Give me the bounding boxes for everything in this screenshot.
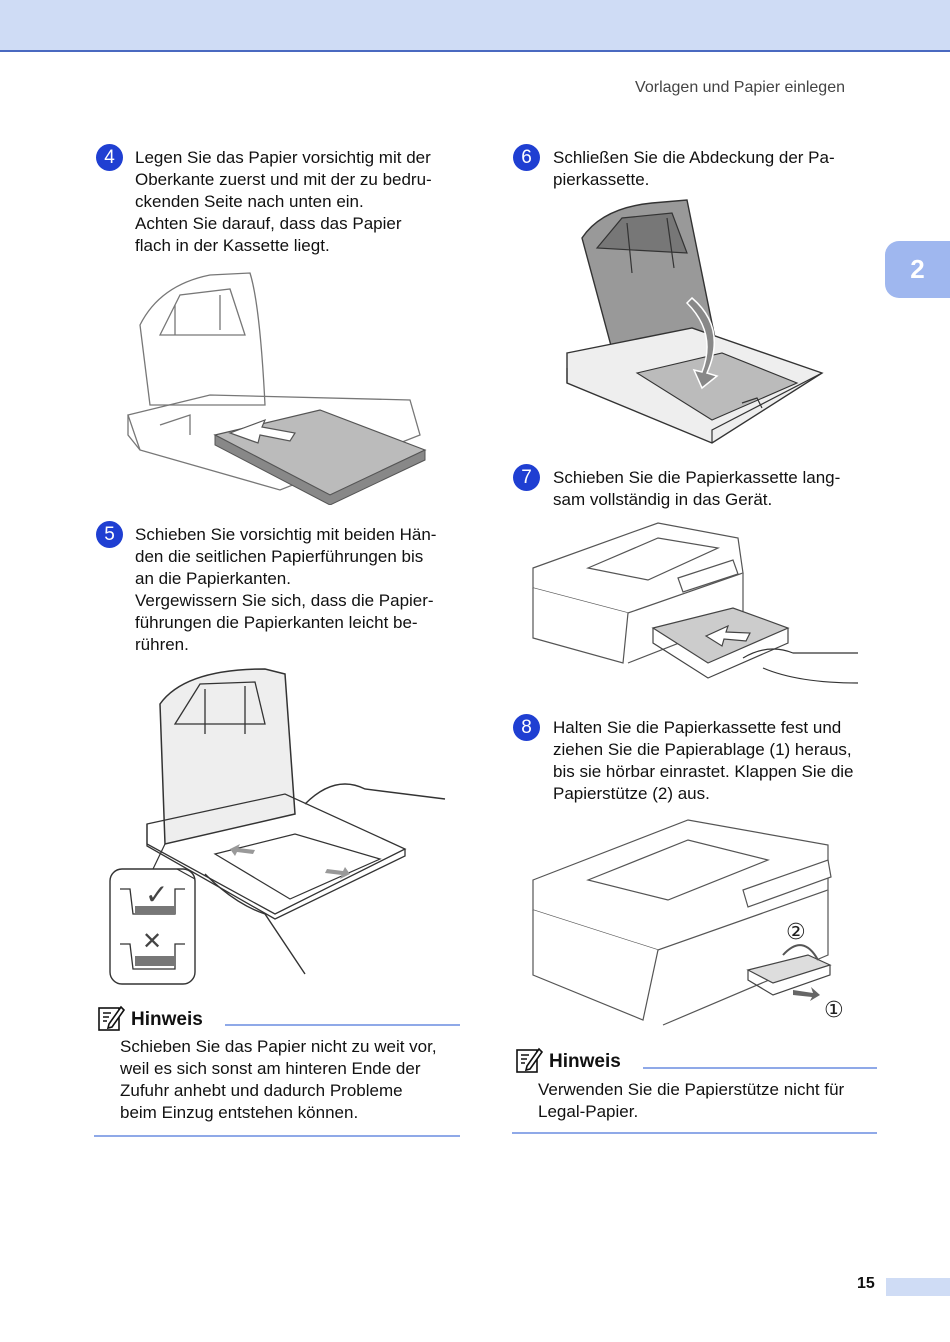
note-pencil-icon bbox=[516, 1047, 543, 1073]
callout-1: ① bbox=[824, 998, 844, 1023]
note-pencil-icon bbox=[98, 1005, 125, 1031]
step-7-text: Schieben Sie die Papierkassette lang-sam… bbox=[553, 468, 841, 509]
note-title-rule bbox=[225, 1024, 460, 1026]
step-number-7: 7 bbox=[513, 464, 540, 491]
figure-load-paper-tray bbox=[127, 272, 427, 505]
cross-icon: ✕ bbox=[142, 927, 162, 955]
check-icon: ✓ bbox=[145, 878, 168, 911]
page-footer-band bbox=[886, 1278, 950, 1296]
note-title-rule bbox=[643, 1067, 877, 1069]
top-band bbox=[0, 0, 950, 50]
page-header-title: Vorlagen und Papier einlegen bbox=[635, 79, 845, 96]
figure-pull-out-output-tray: ② ① bbox=[532, 819, 844, 1026]
note-bottom-rule bbox=[512, 1132, 877, 1134]
figure-insert-tray bbox=[532, 522, 859, 684]
note-body: Verwenden Sie die Papierstütze nicht für… bbox=[538, 1080, 845, 1121]
step-5-text: Schieben Sie vorsichtig mit beiden Hän-d… bbox=[135, 525, 437, 654]
note-body: Schieben Sie das Papier nicht zu weit vo… bbox=[120, 1037, 437, 1122]
step-number-5: 5 bbox=[96, 521, 123, 548]
top-band-line bbox=[0, 50, 950, 52]
figure-close-tray-cover bbox=[566, 199, 824, 444]
page-number: 15 bbox=[857, 1275, 875, 1292]
step-number-6: 6 bbox=[513, 144, 540, 171]
note-title: Hinweis bbox=[131, 1009, 203, 1030]
step-number-4: 4 bbox=[96, 144, 123, 171]
figure-adjust-paper-guides: ✓ ✕ bbox=[109, 668, 446, 985]
note-title: Hinweis bbox=[549, 1051, 621, 1072]
callout-2: ② bbox=[786, 920, 806, 945]
note-bottom-rule bbox=[94, 1135, 460, 1137]
step-number-8: 8 bbox=[513, 714, 540, 741]
step-6-text: Schließen Sie die Abdeckung der Pa-pierk… bbox=[553, 148, 835, 189]
chapter-tab[interactable]: 2 bbox=[885, 241, 950, 298]
